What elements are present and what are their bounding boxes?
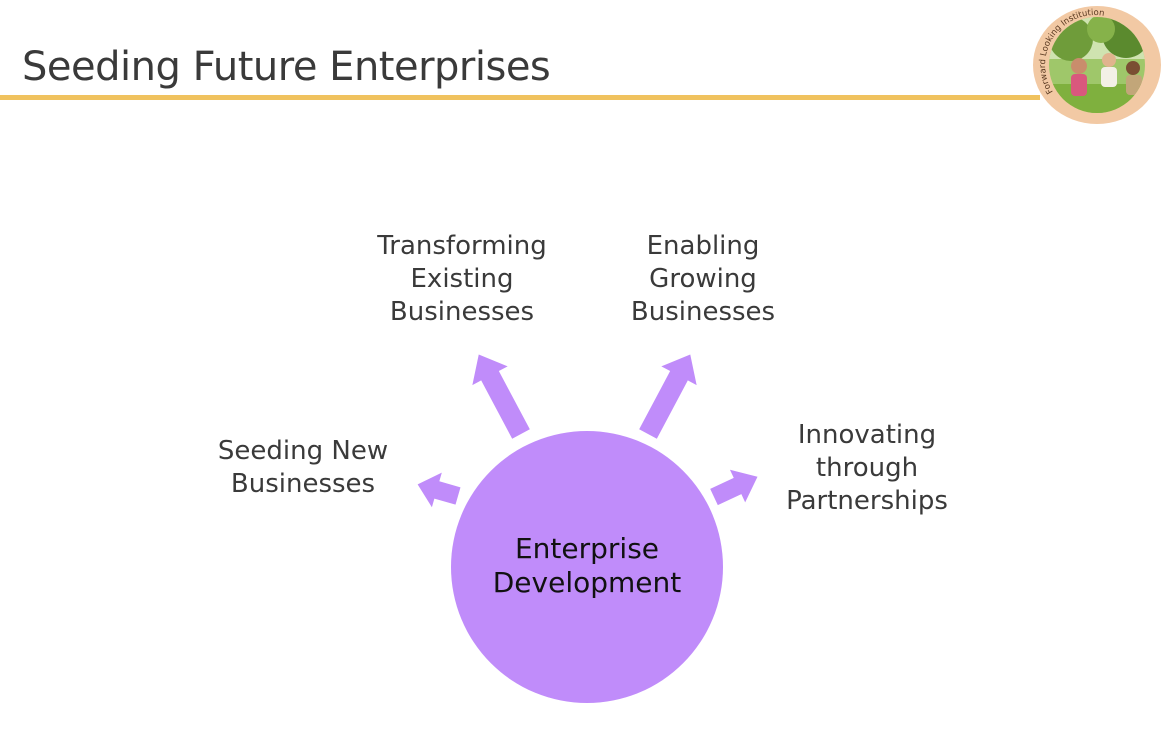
node-label-line: Businesses <box>230 469 376 499</box>
arrow-left-icon <box>417 472 461 508</box>
node-label-line: Businesses <box>630 297 776 327</box>
node-enabling-growing-businesses: Enabling Growing Businesses <box>603 230 803 329</box>
slide-title: Seeding Future Enterprises <box>22 44 551 90</box>
node-innovating-through-partnerships: Innovating through Partnerships <box>757 419 977 518</box>
node-label-line: Growing <box>649 264 757 294</box>
center-label-line: Development <box>492 566 682 599</box>
node-label-line: Seeding New <box>217 436 389 466</box>
logo-badge-icon: Forward Looking Institution <box>1033 6 1161 124</box>
center-circle <box>451 431 723 703</box>
center-label: Enterprise Development <box>452 532 722 600</box>
node-label-line: through <box>815 453 919 483</box>
arrow-right-icon <box>710 469 758 506</box>
node-label-line: Businesses <box>389 297 535 327</box>
arrow-upper-right-icon <box>639 354 697 439</box>
node-transforming-existing-businesses: Transforming Existing Businesses <box>352 230 572 329</box>
arrow-upper-left-icon <box>472 354 530 439</box>
node-label-line: Enabling <box>646 231 760 261</box>
node-label-line: Partnerships <box>786 486 948 516</box>
node-label-line: Transforming <box>377 231 547 261</box>
node-seeding-new-businesses: Seeding New Businesses <box>193 435 413 501</box>
node-label-line: Existing <box>410 264 514 294</box>
center-label-line: Enterprise <box>514 532 660 565</box>
node-label-line: Innovating <box>797 420 937 450</box>
title-underline <box>0 95 1040 100</box>
